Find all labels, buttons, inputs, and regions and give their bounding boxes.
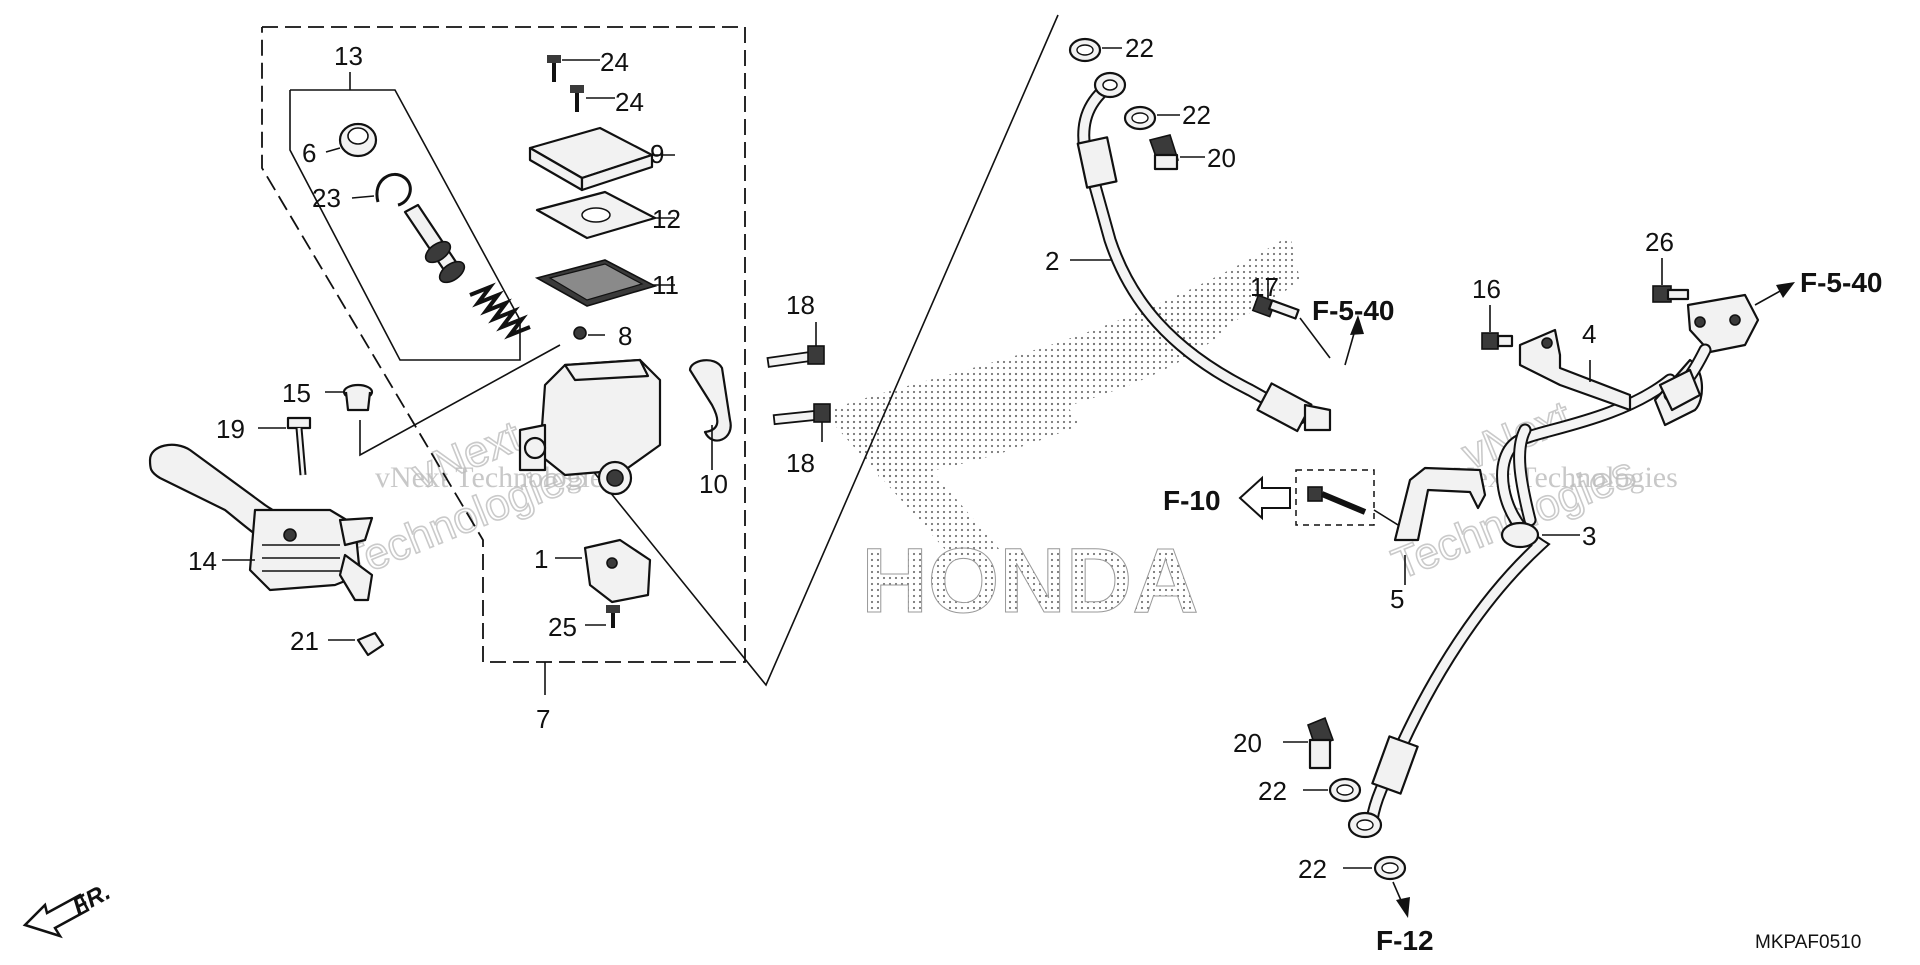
part-label-22c: 22 <box>1258 776 1287 806</box>
part-label-3: 3 <box>1582 521 1596 551</box>
washers-and-bolt-top <box>1068 37 1205 171</box>
part-label-24b: 24 <box>615 87 644 117</box>
bolt-part-26 <box>1652 258 1690 303</box>
master-cylinder-assembly-box <box>261 26 746 695</box>
piston-set-box <box>289 72 521 361</box>
part-label-1: 1 <box>534 544 548 574</box>
diaphragm-part <box>534 259 675 307</box>
honda-wordmark: HONDA <box>861 530 1198 632</box>
part-label-7: 7 <box>536 704 550 734</box>
front-direction-arrow: FR. <box>22 878 115 939</box>
piston-part <box>403 203 466 284</box>
circlip-part <box>351 172 412 207</box>
part-label-18b: 18 <box>786 448 815 478</box>
bracket-part-4 <box>1518 328 1632 412</box>
part-label-10: 10 <box>699 469 728 499</box>
part-label-14: 14 <box>188 546 217 576</box>
part-label-20b: 20 <box>1233 728 1262 758</box>
bolt-parts-18 <box>766 322 831 442</box>
upper-brake-hose <box>1070 71 1332 433</box>
part-label-22b: 22 <box>1182 100 1211 130</box>
diaphragm-plate-part <box>535 190 675 240</box>
spring-part <box>469 282 531 340</box>
part-label-19: 19 <box>216 414 245 444</box>
part-label-23: 23 <box>312 183 341 213</box>
reference-f-12: F-12 <box>1376 881 1434 956</box>
brake-switch-part <box>555 538 652 604</box>
part-label-13: 13 <box>334 41 363 71</box>
part-label-4: 4 <box>1582 319 1596 349</box>
reference-f-5-40-left: F-5-40 <box>1312 295 1394 366</box>
part-label-21: 21 <box>290 626 319 656</box>
reservoir-cover-part <box>528 126 675 192</box>
bolt-part-16 <box>1481 305 1514 350</box>
pivot-bolt-part <box>258 416 312 476</box>
screw-parts-24 <box>547 55 615 112</box>
part-label-15: 15 <box>282 378 311 408</box>
part-label-22a: 22 <box>1125 33 1154 63</box>
part-label-2: 2 <box>1045 246 1059 276</box>
part-label-6: 6 <box>302 138 316 168</box>
part-label-8: 8 <box>618 321 632 351</box>
explode-lines <box>359 14 1059 687</box>
part-label-16: 16 <box>1472 274 1501 304</box>
part-label-18a: 18 <box>786 290 815 320</box>
nut-part-21 <box>328 631 385 657</box>
part-label-25: 25 <box>548 612 577 642</box>
cap-part <box>325 122 378 158</box>
reference-label: F-12 <box>1376 925 1434 956</box>
part-label-22d: 22 <box>1298 854 1327 884</box>
part-label-26: 26 <box>1645 227 1674 257</box>
clamp-part-5 <box>1393 466 1487 585</box>
holder-part <box>688 359 732 470</box>
diagram-code: MKPAF0510 <box>1755 932 1861 953</box>
reference-f-10: F-10 <box>1163 469 1399 526</box>
part-number-labels: 13 6 23 24 24 9 12 11 8 10 18 18 15 19 1… <box>188 33 1674 884</box>
hose-fitting-upper-right <box>1658 293 1760 412</box>
screw-part-25 <box>585 605 620 628</box>
part-label-24a: 24 <box>600 47 629 77</box>
float-part <box>573 326 605 340</box>
washers-and-bolt-bottom <box>1283 716 1407 881</box>
part-label-17: 17 <box>1250 272 1279 302</box>
part-label-9: 9 <box>650 139 664 169</box>
part-label-20a: 20 <box>1207 143 1236 173</box>
honda-wing-logo: HONDA <box>830 235 1300 633</box>
brake-lever-part <box>148 443 374 602</box>
part-label-12: 12 <box>652 204 681 234</box>
bushing-part <box>325 383 374 412</box>
reference-f-5-40-right: F-5-40 <box>1754 267 1882 306</box>
reference-label: F-5-40 <box>1312 295 1394 326</box>
master-cylinder-body <box>518 358 662 496</box>
reference-label: F-5-40 <box>1800 267 1882 298</box>
part-label-5: 5 <box>1390 584 1404 614</box>
part-label-11: 11 <box>652 270 679 300</box>
bolt-part-17 <box>1251 278 1331 359</box>
reference-label: F-10 <box>1163 485 1221 516</box>
